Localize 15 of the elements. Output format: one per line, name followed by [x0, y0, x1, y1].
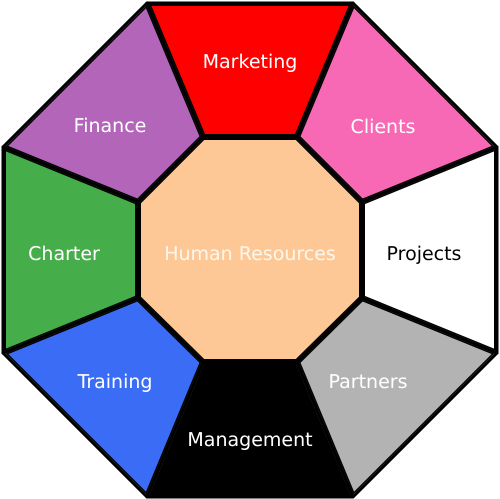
segment-label: Marketing [202, 51, 298, 73]
center-octagon [139, 138, 361, 361]
octagon-segment [298, 5, 495, 201]
segment-label: Training [78, 371, 152, 393]
segment-label: Finance [74, 115, 146, 137]
segment-label: Clients [350, 116, 416, 138]
segment-label: Management [187, 429, 313, 451]
octagon-segment [149, 4, 351, 136]
octagon-segment [4, 149, 137, 351]
octagon-segment [5, 5, 202, 201]
center-label: Human Resources [164, 243, 336, 265]
segment-label: Charter [28, 243, 100, 265]
segment-label: Projects [386, 243, 462, 265]
segment-label: Partners [328, 371, 408, 393]
octagon-segment [363, 149, 496, 351]
